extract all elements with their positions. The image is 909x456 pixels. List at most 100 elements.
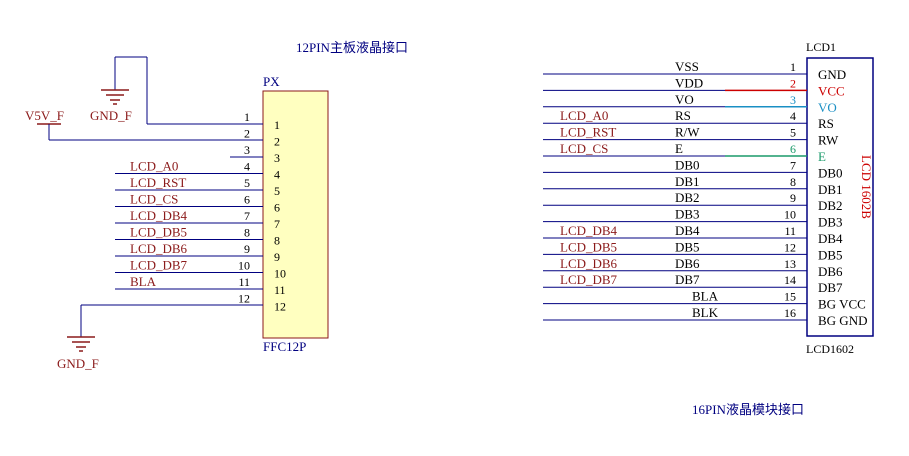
px-pin-4[interactable]: 4 4 LCD_A0: [115, 159, 280, 182]
lcd-pin-number: 11: [784, 224, 796, 238]
px-pin-label: 10: [274, 267, 286, 281]
px-pin-number: 2: [244, 127, 250, 141]
px-pin-list: 11223344LCD_A055LCD_RST66LCD_CS77LCD_DB4…: [115, 110, 286, 314]
lcd-pin-function: VDD: [675, 75, 703, 90]
px-pin-label: 8: [274, 234, 280, 248]
lcd-pin-function: DB5: [675, 239, 700, 254]
px-pin-1[interactable]: 11: [244, 110, 280, 132]
lcd-pin-function: DB1: [675, 174, 700, 189]
lcd-pin-function: DB7: [675, 272, 700, 287]
lcd-pin-number: 8: [790, 175, 796, 189]
px-net-label: LCD_CS: [130, 192, 178, 207]
px-net-label: LCD_DB5: [130, 225, 187, 240]
lcd-pin-name: GND: [818, 67, 846, 82]
left-title: 12PIN主板液晶接口: [296, 40, 408, 55]
px-pin-label: 1: [274, 118, 280, 132]
lcd-pin-number: 2: [790, 76, 796, 90]
right-title: 16PIN液晶模块接口: [692, 402, 804, 417]
lcd-comment: LCD1602: [806, 342, 854, 356]
lcd-pin-2[interactable]: 2 VDD VCC: [543, 75, 845, 98]
px-pin-number: 9: [244, 242, 250, 256]
lcd-net-label: LCD_DB6: [560, 256, 618, 271]
lcd-pin-number: 16: [784, 306, 796, 320]
lcd-pin-name: VO: [818, 100, 837, 115]
lcd-pin-function: DB6: [675, 256, 700, 271]
lcd-pin-name: BG GND: [818, 313, 867, 328]
px-pin-label: 9: [274, 250, 280, 264]
lcd-pin-number: 6: [790, 142, 796, 156]
px-net-label: LCD_A0: [130, 159, 178, 174]
lcd-pin-name: DB6: [818, 264, 843, 279]
lcd-pin-function: DB0: [675, 157, 700, 172]
v5v-label: V5V_F: [25, 108, 64, 123]
lcd-pin-name: DB7: [818, 280, 843, 295]
lcd-module-body[interactable]: [806, 57, 874, 337]
lcd-pin-function: BLA: [692, 289, 719, 304]
lcd-pin-name: DB1: [818, 182, 843, 197]
px-net-label: LCD_DB4: [130, 208, 188, 223]
lcd-pin-number: 5: [790, 126, 796, 140]
lcd-pin-function: VO: [675, 92, 694, 107]
lcd-designator: LCD1: [806, 40, 836, 54]
px-pin-number: 10: [238, 259, 250, 273]
px-pin-label: 5: [274, 184, 280, 198]
lcd-pin-number: 9: [790, 191, 796, 205]
px-pin-2[interactable]: 22: [244, 127, 280, 149]
lcd-pin-name: DB0: [818, 165, 843, 180]
px-pin-6[interactable]: 6 6 LCD_CS: [115, 192, 280, 215]
lcd-pin-function: DB4: [675, 223, 700, 238]
lcd-pin-name: E: [818, 149, 826, 164]
px-pin-label: 4: [274, 168, 280, 182]
px-pin-number: 11: [238, 275, 250, 289]
lcd-net-label: LCD_DB5: [560, 239, 617, 254]
px-pin-label: 6: [274, 201, 280, 215]
px-pin-8[interactable]: 8 8 LCD_DB5: [115, 225, 280, 248]
gnd-top-symbol[interactable]: [101, 56, 263, 125]
px-pin-number: 5: [244, 176, 250, 190]
lcd-pin-name: BG VCC: [818, 297, 866, 312]
lcd-pin-name: RW: [818, 133, 839, 148]
px-pin-label: 3: [274, 151, 280, 165]
gnd-bottom-symbol[interactable]: [67, 304, 263, 352]
lcd-pin-number: 14: [784, 273, 796, 287]
px-pin-3[interactable]: 33: [230, 143, 280, 165]
v5v-power-port[interactable]: [37, 123, 263, 141]
px-pin-number: 8: [244, 226, 250, 240]
lcd-pin-function: RS: [675, 108, 691, 123]
lcd-net-label: LCD_CS: [560, 141, 608, 156]
lcd-pin-number: 1: [790, 60, 796, 74]
px-pin-label: 12: [274, 300, 286, 314]
px-pin-label: 7: [274, 217, 280, 231]
lcd-pin-name: VCC: [818, 83, 845, 98]
lcd-net-label: LCD_DB7: [560, 272, 618, 287]
px-pin-label: 2: [274, 135, 280, 149]
lcd-net-label: LCD_DB4: [560, 223, 618, 238]
px-pin-number: 4: [244, 160, 250, 174]
px-pin-5[interactable]: 5 5 LCD_RST: [115, 175, 280, 198]
lcd-pin-function: DB3: [675, 207, 700, 222]
px-net-label: LCD_RST: [130, 175, 186, 190]
px-connector-body[interactable]: [262, 90, 329, 339]
px-pin-number: 6: [244, 193, 250, 207]
